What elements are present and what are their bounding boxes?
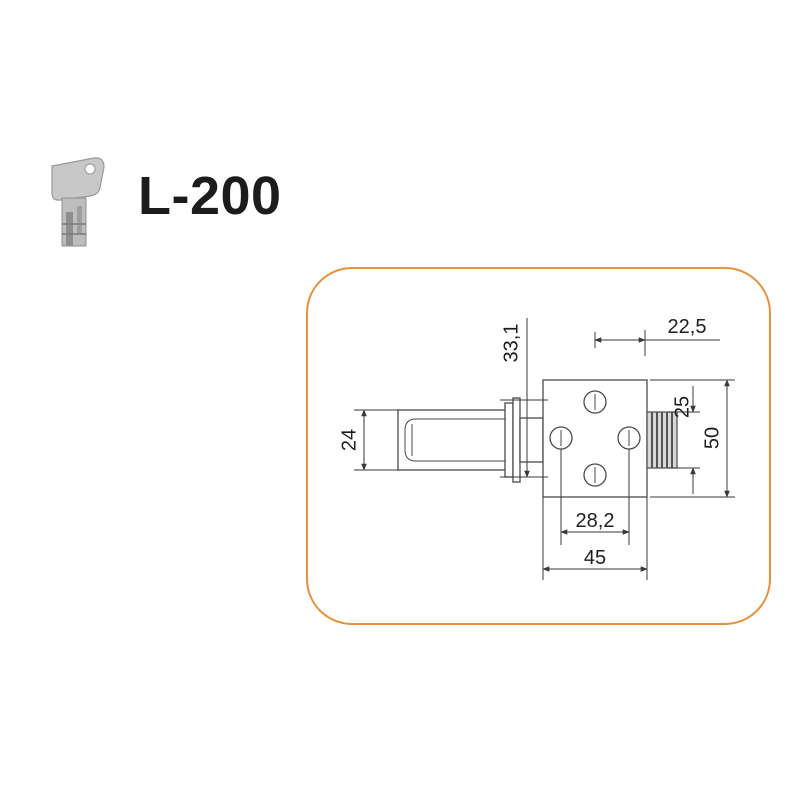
key-groove (66, 212, 73, 246)
dim-28-2-label: 28,2 (576, 510, 615, 532)
hole (583, 463, 607, 487)
key-icon (51, 157, 105, 247)
key-groove (77, 206, 82, 234)
hole (583, 390, 607, 414)
dim-25-label: 25 (671, 396, 693, 418)
dim-22-5-label: 22,5 (668, 316, 707, 338)
shaft-flange (512, 397, 521, 483)
dim-45-label: 45 (584, 547, 606, 569)
product-title: L-200 (138, 166, 282, 226)
shaft-collar (504, 402, 514, 478)
dim-33-1-label: 33,1 (500, 324, 522, 363)
thread-grooves (651, 412, 673, 468)
hole (549, 426, 573, 450)
dim-50-label: 50 (701, 427, 723, 449)
shaft-end-cap (404, 418, 417, 462)
shaft-body (397, 409, 507, 471)
drawing-frame (306, 267, 771, 625)
shaft-neck (519, 417, 544, 463)
dim-24-label: 24 (338, 429, 360, 451)
hole (617, 426, 641, 450)
key-hole (84, 163, 96, 175)
